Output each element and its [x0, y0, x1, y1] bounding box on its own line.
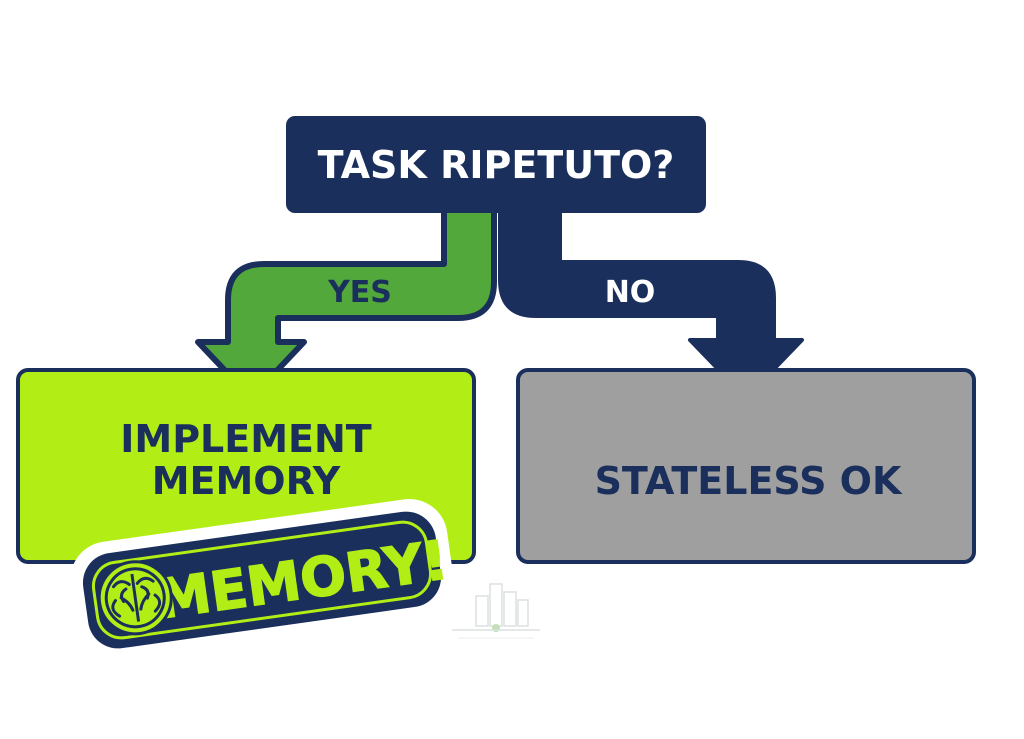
city-logo-icon — [452, 583, 540, 639]
decision-label: TASK RIPETUTO? — [318, 143, 675, 187]
brain-icon — [97, 560, 173, 636]
stateless-ok-box — [516, 368, 976, 564]
memory-badge: MEMORY! — [70, 499, 454, 661]
implement-memory-line1: IMPLEMENT — [120, 417, 372, 461]
yes-label: YES — [327, 275, 392, 310]
stateless-ok-label: STATELESS OK — [595, 459, 903, 503]
implement-memory-line2: MEMORY — [152, 459, 341, 503]
decision-box — [286, 116, 706, 213]
no-label: NO — [605, 275, 656, 310]
